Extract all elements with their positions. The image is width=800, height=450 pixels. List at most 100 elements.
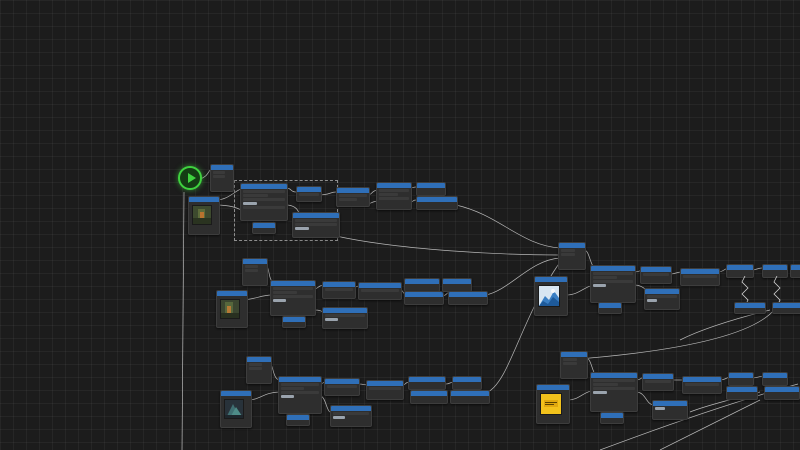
node-field[interactable] xyxy=(325,314,365,317)
node-header[interactable] xyxy=(297,187,321,192)
node-header[interactable] xyxy=(337,188,369,193)
node-header[interactable] xyxy=(681,269,719,274)
processing-node[interactable] xyxy=(270,280,316,316)
node-field[interactable] xyxy=(281,383,319,386)
node-header[interactable] xyxy=(537,385,569,390)
node-field[interactable] xyxy=(333,412,369,415)
output-node[interactable] xyxy=(762,372,788,386)
output-node[interactable] xyxy=(762,264,788,278)
blend-node[interactable] xyxy=(652,400,688,420)
node-header[interactable] xyxy=(559,243,585,248)
transform-node[interactable] xyxy=(324,378,360,396)
node-field[interactable] xyxy=(643,273,669,276)
node-header[interactable] xyxy=(417,183,445,188)
processing-node[interactable] xyxy=(590,265,636,303)
node-header[interactable] xyxy=(283,317,305,322)
filter-node[interactable] xyxy=(680,268,720,286)
node-header[interactable] xyxy=(561,352,587,357)
node-field[interactable] xyxy=(593,387,635,390)
filter-node[interactable] xyxy=(358,282,402,300)
image-preview-node[interactable] xyxy=(536,384,570,424)
node-header[interactable] xyxy=(601,413,623,418)
node-field[interactable] xyxy=(273,287,313,290)
node-field[interactable] xyxy=(273,295,313,298)
node-slider[interactable] xyxy=(273,299,287,302)
output-node[interactable] xyxy=(416,182,446,196)
node-header[interactable] xyxy=(599,303,621,308)
node-field[interactable] xyxy=(361,289,399,292)
node-header[interactable] xyxy=(449,292,487,297)
node-field[interactable] xyxy=(249,363,263,366)
output-node[interactable] xyxy=(404,278,440,292)
output-node[interactable] xyxy=(772,302,800,314)
node-field[interactable] xyxy=(593,379,635,382)
node-header[interactable] xyxy=(763,265,787,270)
node-header[interactable] xyxy=(377,183,411,188)
node-field[interactable] xyxy=(281,387,305,390)
node-field[interactable] xyxy=(295,223,337,226)
node-header[interactable] xyxy=(729,373,753,378)
node-header[interactable] xyxy=(217,291,247,296)
blend-node[interactable] xyxy=(292,212,340,238)
node-header[interactable] xyxy=(409,377,445,382)
node-slider[interactable] xyxy=(333,416,345,419)
output-node[interactable] xyxy=(728,372,754,386)
node-header[interactable] xyxy=(189,197,219,202)
node-header[interactable] xyxy=(683,377,721,382)
node-field[interactable] xyxy=(593,276,618,279)
output-node[interactable] xyxy=(726,264,754,278)
node-field[interactable] xyxy=(299,193,319,196)
node-field[interactable] xyxy=(561,253,576,256)
node-header[interactable] xyxy=(791,265,800,270)
node-field[interactable] xyxy=(593,280,633,283)
node-slider[interactable] xyxy=(325,318,339,321)
node-header[interactable] xyxy=(765,387,799,392)
node-header[interactable] xyxy=(271,281,315,286)
node-header[interactable] xyxy=(535,277,567,282)
filter-node[interactable] xyxy=(336,187,370,207)
output-node[interactable] xyxy=(410,390,448,404)
output-node[interactable] xyxy=(790,264,800,278)
output-node[interactable] xyxy=(408,376,446,390)
node-field[interactable] xyxy=(243,194,269,197)
load-image-node[interactable] xyxy=(560,351,588,379)
node-field[interactable] xyxy=(685,383,719,386)
node-slider[interactable] xyxy=(655,407,666,410)
node-header[interactable] xyxy=(323,282,355,287)
small-node[interactable] xyxy=(598,302,622,314)
node-header[interactable] xyxy=(451,391,489,396)
node-field[interactable] xyxy=(243,198,285,201)
output-node[interactable] xyxy=(442,278,472,292)
node-field[interactable] xyxy=(563,362,578,365)
node-slider[interactable] xyxy=(593,284,607,287)
node-field[interactable] xyxy=(645,380,671,383)
processing-node[interactable] xyxy=(278,376,322,414)
processing-node[interactable] xyxy=(240,183,288,221)
output-node[interactable] xyxy=(734,302,766,314)
node-header[interactable] xyxy=(367,381,403,386)
node-field[interactable] xyxy=(647,295,677,298)
node-header[interactable] xyxy=(417,197,457,202)
node-field[interactable] xyxy=(339,198,357,201)
node-field[interactable] xyxy=(245,265,259,268)
run-graph-button[interactable] xyxy=(178,166,202,190)
output-node[interactable] xyxy=(452,376,482,390)
output-node[interactable] xyxy=(726,386,758,400)
node-field[interactable] xyxy=(369,387,401,390)
node-slider[interactable] xyxy=(593,391,607,394)
load-image-node[interactable] xyxy=(246,356,272,384)
blend-node[interactable] xyxy=(330,405,372,427)
node-slider[interactable] xyxy=(647,299,658,302)
node-slider[interactable] xyxy=(295,227,309,230)
node-header[interactable] xyxy=(287,415,309,420)
node-header[interactable] xyxy=(253,223,275,228)
transform-node[interactable] xyxy=(640,266,672,284)
node-header[interactable] xyxy=(359,283,401,288)
transform-node[interactable] xyxy=(296,186,322,202)
node-field[interactable] xyxy=(379,197,409,200)
image-preview-node[interactable] xyxy=(188,196,220,235)
node-field[interactable] xyxy=(243,206,285,209)
node-header[interactable] xyxy=(325,379,359,384)
node-header[interactable] xyxy=(727,387,757,392)
small-node[interactable] xyxy=(252,222,276,234)
